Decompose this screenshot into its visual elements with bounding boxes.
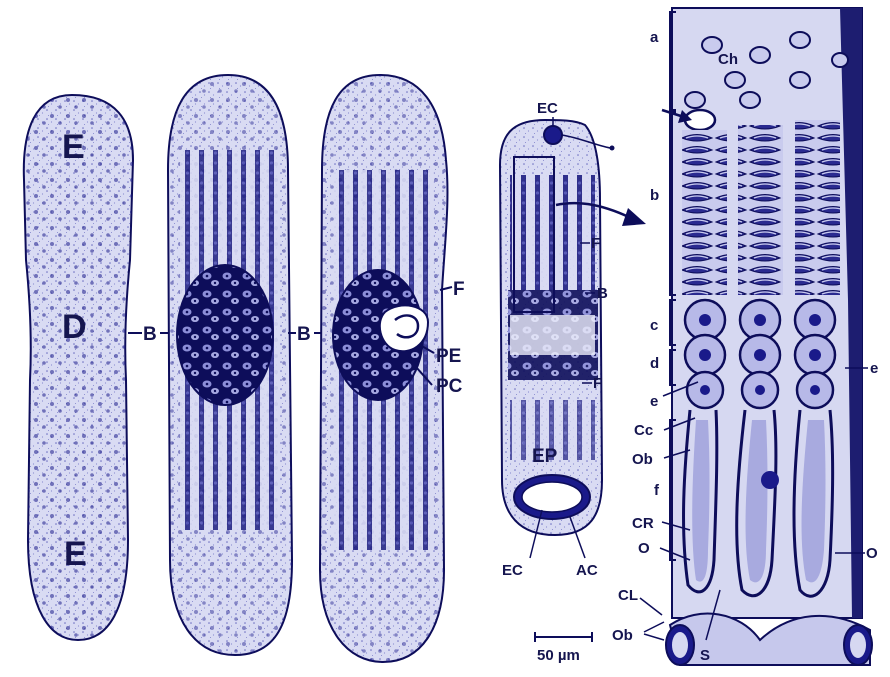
panel-4-label-f-top: F	[591, 235, 600, 252]
panel-5-zone-f: f	[654, 482, 660, 499]
scale-bar: 50 µm	[535, 632, 592, 664]
panel-5-label-cr: CR	[632, 515, 654, 532]
panel-4-label-ec-top: EC	[537, 100, 558, 117]
panel-5-label-e-left: e	[650, 393, 658, 410]
panel-1-label-e-bottom: E	[64, 535, 87, 573]
panel-2-cell-nest	[177, 265, 273, 405]
panel-3-label-pe: PE	[436, 346, 461, 367]
panel-5-zone-d: d	[650, 355, 659, 372]
panel-2-gonad: B	[168, 75, 328, 655]
scale-bar-label: 50 µm	[537, 647, 580, 664]
panel-5-stack-left	[682, 130, 727, 295]
panel-5-label-o-right: O	[866, 545, 878, 562]
panel-5-label-cc: Cc	[634, 422, 653, 439]
panel-5-zone-a: a	[650, 29, 659, 46]
panel-5-label-ch: Ch	[718, 51, 738, 68]
panel-4-label-b: B	[597, 285, 608, 302]
panel-1-gonad: E D E B	[24, 95, 174, 640]
panel-4-label-ac: AC	[576, 562, 598, 579]
panel-5-stack-middle	[738, 125, 783, 295]
panel-1-label-d: D	[62, 308, 87, 346]
panel-3-label-pc: PC	[436, 376, 463, 397]
panel-5-label-cl: CL	[618, 587, 638, 604]
panel-3-label-f: F	[453, 279, 465, 300]
panel-5-enlarged-detail: a b c d f Ch e e Cc Ob CR O O CL Ob S	[612, 8, 878, 665]
panel-5-label-ob: Ob	[632, 451, 653, 468]
panel-5-label-e-right: e	[870, 360, 878, 377]
panel-5-zone-b: b	[650, 187, 659, 204]
panel-4-label-f-bottom: F	[593, 375, 602, 392]
panel-5-label-o-left: O	[638, 540, 650, 557]
panel-5-stack-right	[795, 120, 840, 295]
panel-4-ec-top-cell	[544, 126, 562, 144]
panel-2-pointer-label: B	[297, 324, 311, 345]
panel-4-label-ec-bottom: EC	[502, 562, 523, 579]
panel-1-pointer-label: B	[143, 324, 157, 345]
panel-3-gonad: F PE PC	[320, 75, 465, 662]
panel-4-gonad-section: EC F B F EP EC AC	[500, 100, 646, 579]
panel-4-upper-cords	[510, 175, 595, 290]
panel-5-label-ob-bottom: Ob	[612, 627, 633, 644]
panel-4-label-ep: EP	[532, 446, 558, 467]
panel-1-label-e-top: E	[62, 128, 85, 166]
panel-5-label-s: S	[700, 647, 710, 664]
panel-5-zone-c: c	[650, 317, 658, 334]
